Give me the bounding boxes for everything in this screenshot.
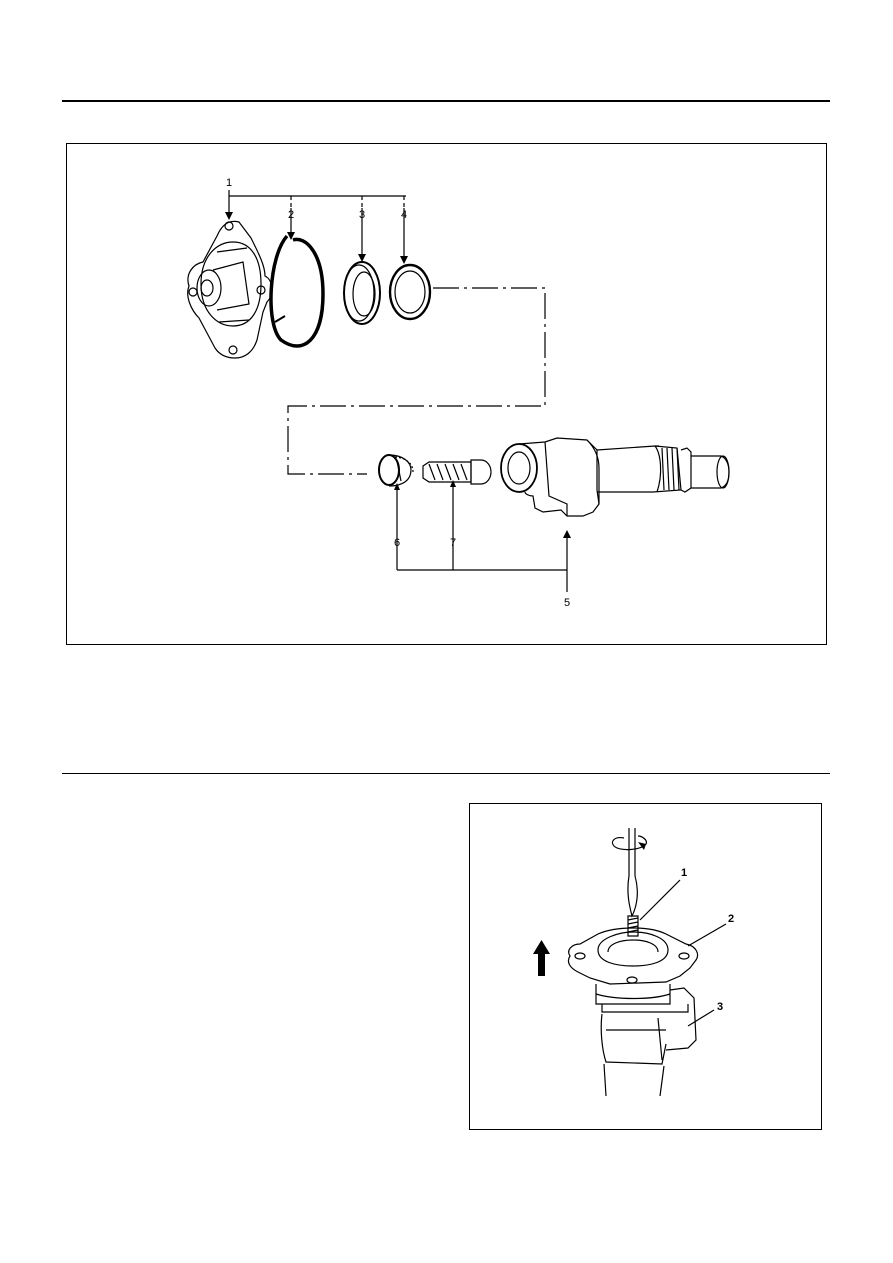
removal-procedure-figure: 1 2 3: [469, 803, 822, 1130]
callout-1: 1: [681, 867, 687, 879]
callout-4: 4: [401, 209, 407, 221]
section-rule: [62, 773, 830, 774]
callout-3: 3: [717, 1001, 723, 1013]
callout-1: 1: [226, 177, 232, 189]
exploded-view-drawing: 1 2 3 4 5 6 7: [187, 177, 730, 609]
callout-6: 6: [394, 537, 400, 549]
callout-5: 5: [564, 597, 570, 609]
callout-2: 2: [288, 209, 294, 221]
header-rule: [62, 100, 830, 102]
callout-7: 7: [450, 537, 456, 549]
callout-3: 3: [359, 209, 365, 221]
removal-procedure-drawing: 1 2 3: [533, 828, 734, 1097]
callout-2: 2: [728, 913, 734, 925]
exploded-view-figure: 1 2 3 4 5 6 7: [66, 143, 827, 645]
